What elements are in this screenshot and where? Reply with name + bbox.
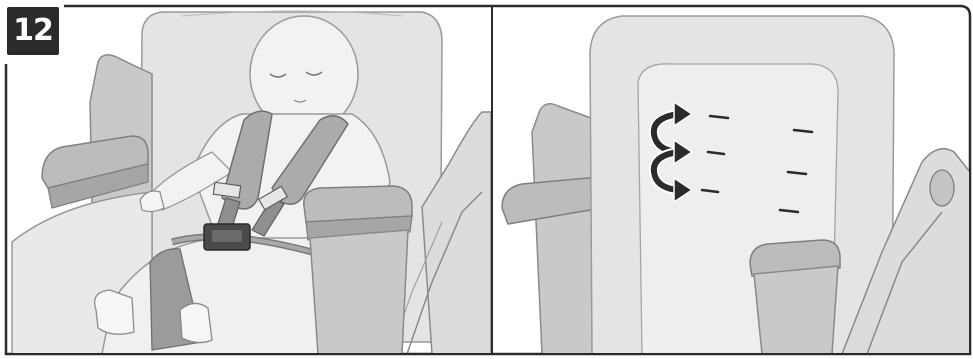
instruction-figure: 12	[2, 2, 970, 354]
right-armrest-post	[310, 230, 408, 354]
left-panel	[12, 11, 491, 354]
baby-foot-right	[180, 303, 212, 342]
right-panel	[502, 16, 970, 354]
step-number-badge: 12	[7, 7, 59, 55]
baby-foot-left	[95, 290, 134, 334]
